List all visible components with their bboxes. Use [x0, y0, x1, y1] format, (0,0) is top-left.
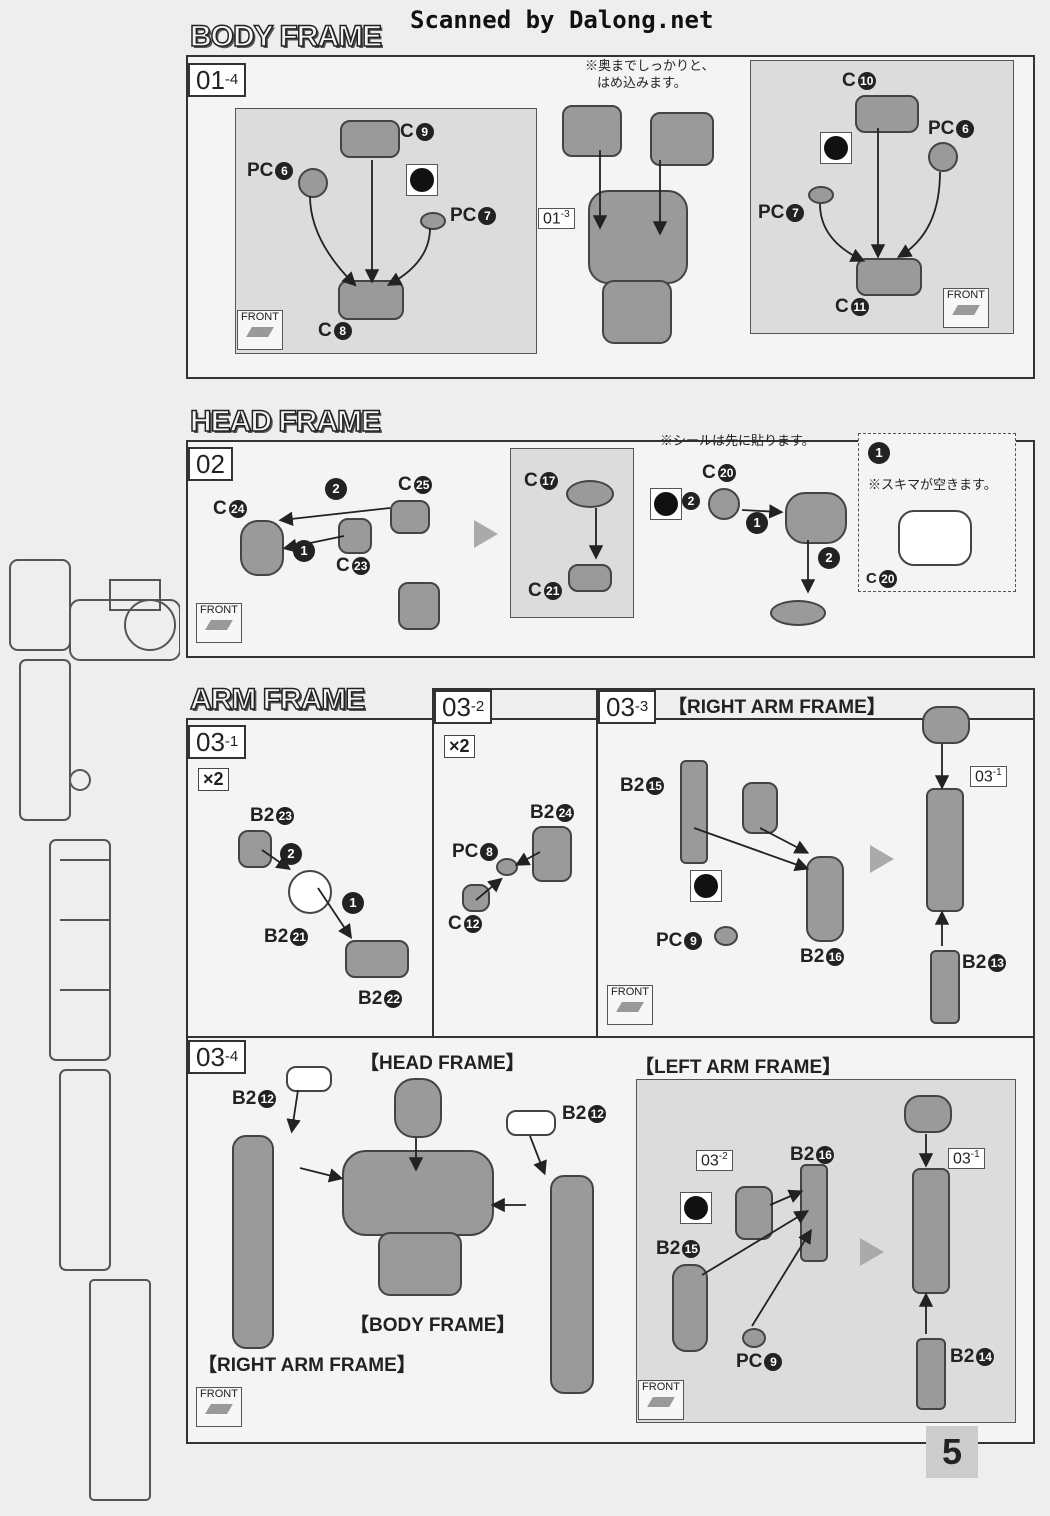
ref-step-01-3: 01-3: [538, 208, 575, 230]
part-c21: [568, 564, 612, 592]
next-arrow: [474, 520, 498, 548]
part-arm-assembled: [926, 788, 964, 912]
step-02: 02: [188, 447, 233, 481]
black-circle-sticker-left-arm: [680, 1192, 712, 1224]
gundam-side-illustration: [9, 559, 180, 1501]
part-body-lower: [378, 1232, 462, 1296]
part-c17: [566, 480, 614, 508]
part-c10: [855, 95, 919, 133]
part-pc6-left: [298, 168, 328, 198]
part-pc9-left: [742, 1328, 766, 1348]
right-arm-frame-label: 【RIGHT ARM FRAME】: [668, 697, 886, 718]
front-indicator-body: FRONT: [237, 310, 283, 350]
part-shoulder-joint: [742, 782, 778, 834]
part-right-arm: [232, 1135, 274, 1349]
part-arm-shoulder-top: [922, 706, 970, 744]
part-b2-12-right: [506, 1110, 556, 1136]
part-head: [394, 1078, 442, 1138]
part-b2-15-left: [672, 1264, 708, 1352]
x2-badge-031: ×2: [198, 768, 229, 791]
head-frame-label: 【HEAD FRAME】: [360, 1053, 525, 1074]
part-head-assembled: [785, 492, 847, 544]
left-arm-frame-label: 【LEFT ARM FRAME】: [635, 1057, 842, 1078]
part-b2-16: [806, 856, 844, 942]
part-b2-13-hand: [930, 950, 960, 1024]
sticker-icon: [650, 488, 682, 520]
black-circle-sticker-arm: [690, 870, 722, 902]
part-b2-15: [680, 760, 708, 864]
part-head-gap: [898, 510, 972, 566]
ref-step-03-1: 03-1: [970, 766, 1007, 788]
part-head-base: [770, 600, 826, 626]
part-pc6-right: [928, 142, 958, 172]
part-c11: [856, 258, 922, 296]
fit-note-line1: ※奥までしっかりと、: [585, 58, 715, 73]
front-indicator-arm-034: FRONT: [196, 1387, 242, 1427]
part-body-armor-right: [650, 112, 714, 166]
part-b2-24: [532, 826, 572, 882]
front-indicator-left-arm: FRONT: [638, 1380, 684, 1420]
part-left-arm-top: [904, 1095, 952, 1133]
black-circle-sticker: [406, 164, 438, 196]
ref-step-03-2: 03-2: [696, 1150, 733, 1172]
part-pc7-right: [808, 186, 834, 204]
body-frame-title: BODY FRAME: [189, 19, 383, 54]
front-indicator-arm: FRONT: [607, 985, 653, 1025]
step-01-4: 01-4: [188, 63, 247, 97]
part-b2-21: [288, 870, 332, 914]
gap-note: ※スキマが空きます。: [868, 477, 997, 492]
part-c20: [708, 488, 740, 520]
part-body-core: [588, 190, 688, 284]
part-b2-22: [345, 940, 409, 978]
head-frame-title: HEAD FRAME: [189, 404, 382, 439]
part-left-arm: [550, 1175, 594, 1394]
part-body-waist: [602, 280, 672, 344]
step-03-3: 03-3: [598, 690, 657, 724]
step-03-2: 03-2: [434, 690, 493, 724]
part-left-arm-assembled: [912, 1168, 950, 1294]
next-arrow-arm: [870, 845, 894, 873]
part-c23-detail: [398, 582, 440, 630]
part-c25: [390, 500, 430, 534]
part-pc9: [714, 926, 738, 946]
body-frame-label: 【BODY FRAME】: [350, 1315, 516, 1336]
arm-frame-title: ARM FRAME: [189, 682, 366, 717]
part-pc8: [496, 858, 518, 876]
watermark: Scanned by Dalong.net: [410, 6, 714, 34]
part-b2-14-hand: [916, 1338, 946, 1410]
fit-note-line2: はめ込みます。: [597, 75, 687, 90]
front-indicator-head: FRONT: [196, 603, 242, 643]
step-03-4: 03-4: [188, 1040, 247, 1074]
black-circle-sticker-right: [820, 132, 852, 164]
sticker-note: ※シールは先に貼ります。: [660, 433, 815, 448]
part-c12: [462, 884, 490, 912]
part-left-shoulder: [735, 1186, 773, 1240]
next-arrow-left-arm: [860, 1238, 884, 1266]
part-pc7-left: [420, 212, 446, 230]
part-b2-23: [238, 830, 272, 868]
front-indicator-body-right: FRONT: [943, 288, 989, 328]
page-number: 5: [926, 1426, 978, 1478]
part-body-armor-left: [562, 105, 622, 157]
ref-step-03-1-left: 03-1: [948, 1148, 985, 1170]
part-b2-12-left: [286, 1066, 332, 1092]
part-c9: [340, 120, 400, 158]
step-03-1: 03-1: [188, 725, 247, 759]
x2-badge-032: ×2: [444, 735, 475, 758]
right-arm-frame-label-bottom: 【RIGHT ARM FRAME】: [198, 1355, 416, 1376]
